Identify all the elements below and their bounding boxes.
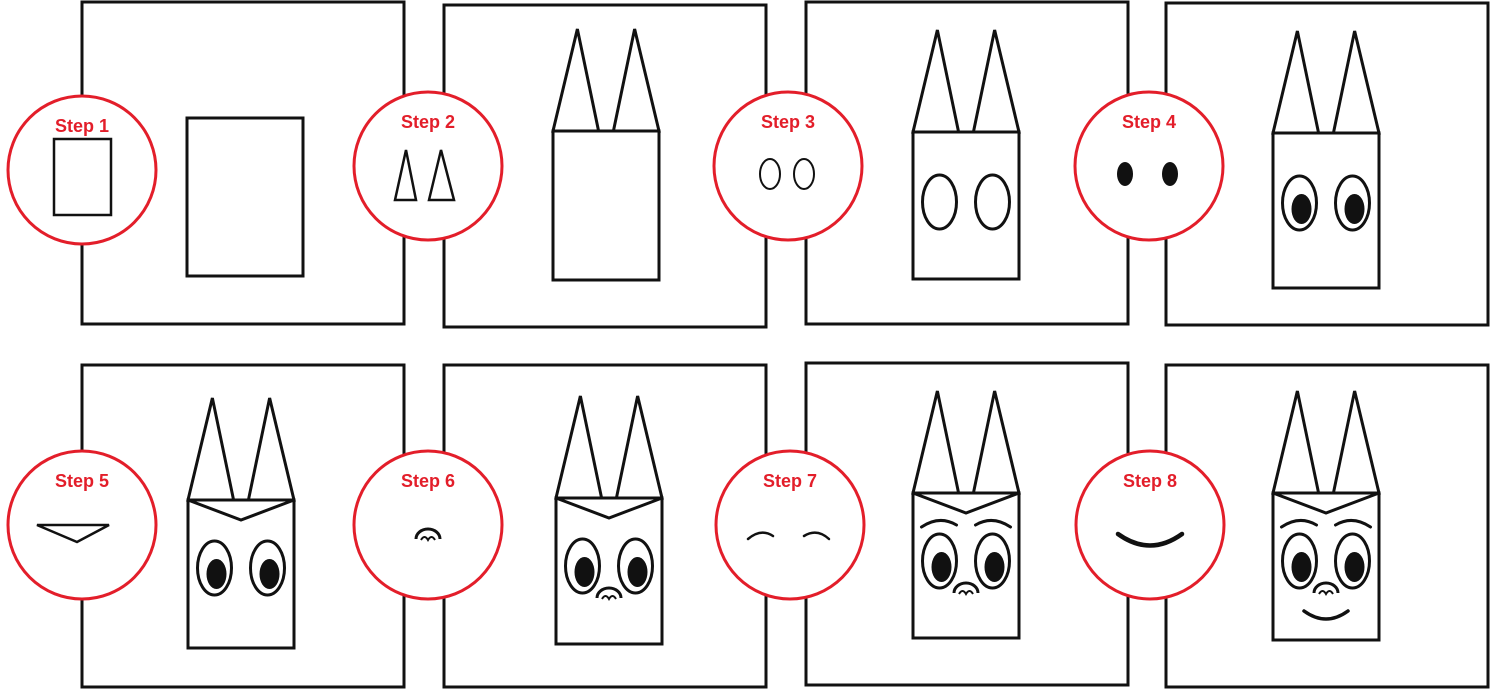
nose-nostrils — [601, 595, 617, 601]
character-drawing — [185, 116, 305, 278]
character-drawing — [1271, 390, 1381, 642]
smile-icon — [1115, 531, 1185, 548]
right-eyebrow — [1334, 519, 1372, 529]
ears-triangles-icon — [393, 149, 456, 202]
right-pupil — [984, 552, 1005, 582]
right-pupil — [627, 557, 648, 587]
left-pupil — [1291, 552, 1312, 582]
left-eye — [921, 532, 958, 590]
character-drawing — [1271, 30, 1381, 290]
left-eye — [1281, 174, 1318, 232]
nose-nostrils — [1318, 590, 1334, 596]
brow-triangle-icon — [36, 523, 110, 544]
left-eyebrow — [1280, 519, 1318, 529]
left-pupil — [1291, 194, 1312, 224]
eye-ovals-icon — [759, 158, 815, 190]
right-eye — [1334, 532, 1371, 590]
step-label: Step 3 — [761, 112, 815, 132]
head-rectangle — [911, 130, 1021, 281]
step-badge: Step 3 — [712, 90, 864, 242]
head-rectangle — [1271, 131, 1381, 290]
left-eyebrow — [920, 519, 958, 529]
step-label: Step 4 — [1122, 112, 1176, 132]
badge-circle — [712, 90, 864, 242]
step-badges: Step 1 Step 2 Step 3 Step 4 Step 5 Step 6 Step… — [6, 90, 1226, 601]
smile — [1302, 609, 1350, 621]
brow-triangle — [187, 498, 295, 522]
eyebrows — [1280, 519, 1372, 529]
brow-triangle — [1272, 491, 1380, 515]
step-badge: Step 4 — [1073, 90, 1225, 242]
left-pupil — [931, 552, 952, 582]
step-label: Step 2 — [401, 112, 455, 132]
right-eye — [617, 537, 654, 595]
brow-triangle — [555, 496, 663, 520]
right-eye — [974, 173, 1011, 231]
eyebrows — [920, 519, 1012, 529]
step-label: Step 6 — [401, 471, 455, 491]
nose — [595, 586, 623, 601]
nose-outline — [595, 586, 623, 599]
step-label: Step 5 — [55, 471, 109, 491]
left-eye — [921, 173, 958, 231]
nose — [1312, 581, 1340, 596]
step-label: Step 1 — [55, 116, 109, 136]
badge-circle — [1074, 449, 1226, 601]
character-drawing — [911, 390, 1021, 640]
head-rectangle — [185, 116, 305, 278]
character-drawing — [911, 29, 1021, 281]
brow-triangle — [912, 491, 1020, 515]
right-pupil — [259, 559, 280, 589]
left-eye — [196, 539, 233, 597]
right-pupil — [1344, 194, 1365, 224]
step-label: Step 8 — [1123, 471, 1177, 491]
badge-circle — [1073, 90, 1225, 242]
character-drawing — [186, 397, 296, 650]
badge-circle — [352, 449, 504, 601]
right-pupil — [1344, 552, 1365, 582]
step-label: Step 7 — [763, 471, 817, 491]
step-badge: Step 7 — [714, 449, 866, 601]
character-drawing — [551, 28, 661, 282]
pupils-icon — [1117, 162, 1178, 186]
step-badge: Step 2 — [352, 90, 504, 242]
nose-outline — [1312, 581, 1340, 594]
right-eye — [1334, 174, 1371, 232]
badge-circle — [6, 94, 158, 246]
character-drawing — [554, 395, 664, 646]
step-badge: Step 5 — [6, 449, 158, 601]
nose-nostrils — [958, 590, 974, 596]
left-eye — [1281, 532, 1318, 590]
eyebrows-icon — [746, 531, 831, 541]
step-badge: Step 8 — [1074, 449, 1226, 601]
left-pupil — [206, 559, 227, 589]
nose-icon — [414, 527, 442, 542]
right-eye — [974, 532, 1011, 590]
right-eyebrow — [974, 519, 1012, 529]
step-badge: Step 1 — [6, 94, 158, 246]
nose — [952, 581, 980, 596]
nose-outline — [952, 581, 980, 594]
right-eye — [249, 539, 286, 597]
head-rectangle — [551, 129, 661, 282]
rectangle-icon — [52, 137, 113, 217]
left-eye — [564, 537, 601, 595]
badge-circle — [714, 449, 866, 601]
left-pupil — [574, 557, 595, 587]
badge-circle — [352, 90, 504, 242]
step-badge: Step 6 — [352, 449, 504, 601]
